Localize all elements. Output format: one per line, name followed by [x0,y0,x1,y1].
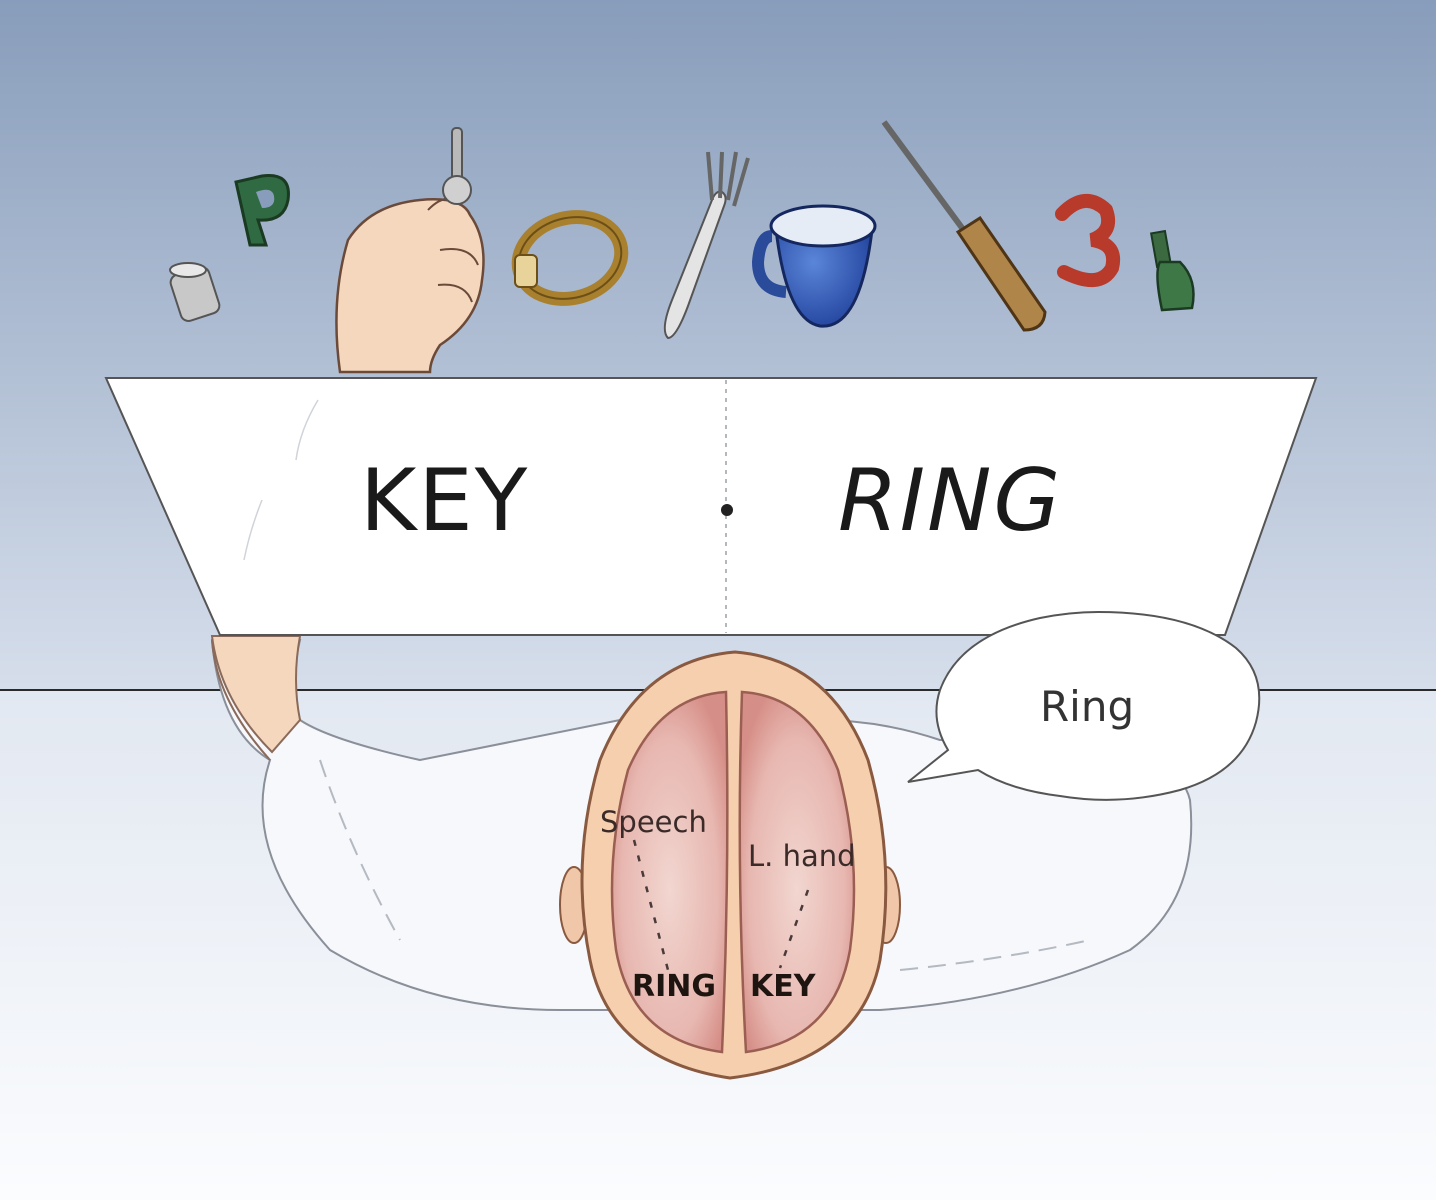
visual-screen [104,377,1318,636]
screen-left-word: KEY [360,451,530,551]
mug-icon [751,204,877,328]
fixation-point [721,504,733,516]
letter-p-icon [234,174,290,247]
left-hemisphere [610,690,729,1054]
head [559,650,901,1080]
left-hemisphere-label: Speech [600,805,707,839]
number-3-icon [1055,194,1120,287]
speech-bubble-text: Ring [1040,682,1135,731]
left-hemisphere-word: RING [632,969,716,1004]
thimble-icon [169,262,221,322]
bottle-icon [1149,229,1195,312]
right-hemisphere-word: KEY [750,969,816,1004]
hand-holding-key-icon [335,127,485,374]
key-icon [442,127,472,205]
speech-bubble [907,610,1261,801]
fork-icon [663,151,750,340]
right-hemisphere-label: L. hand [748,839,856,873]
screwdriver-icon [881,120,1047,332]
right-hemisphere [738,690,856,1054]
screen-right-word: RING [838,451,1063,551]
watch-icon [511,210,629,306]
